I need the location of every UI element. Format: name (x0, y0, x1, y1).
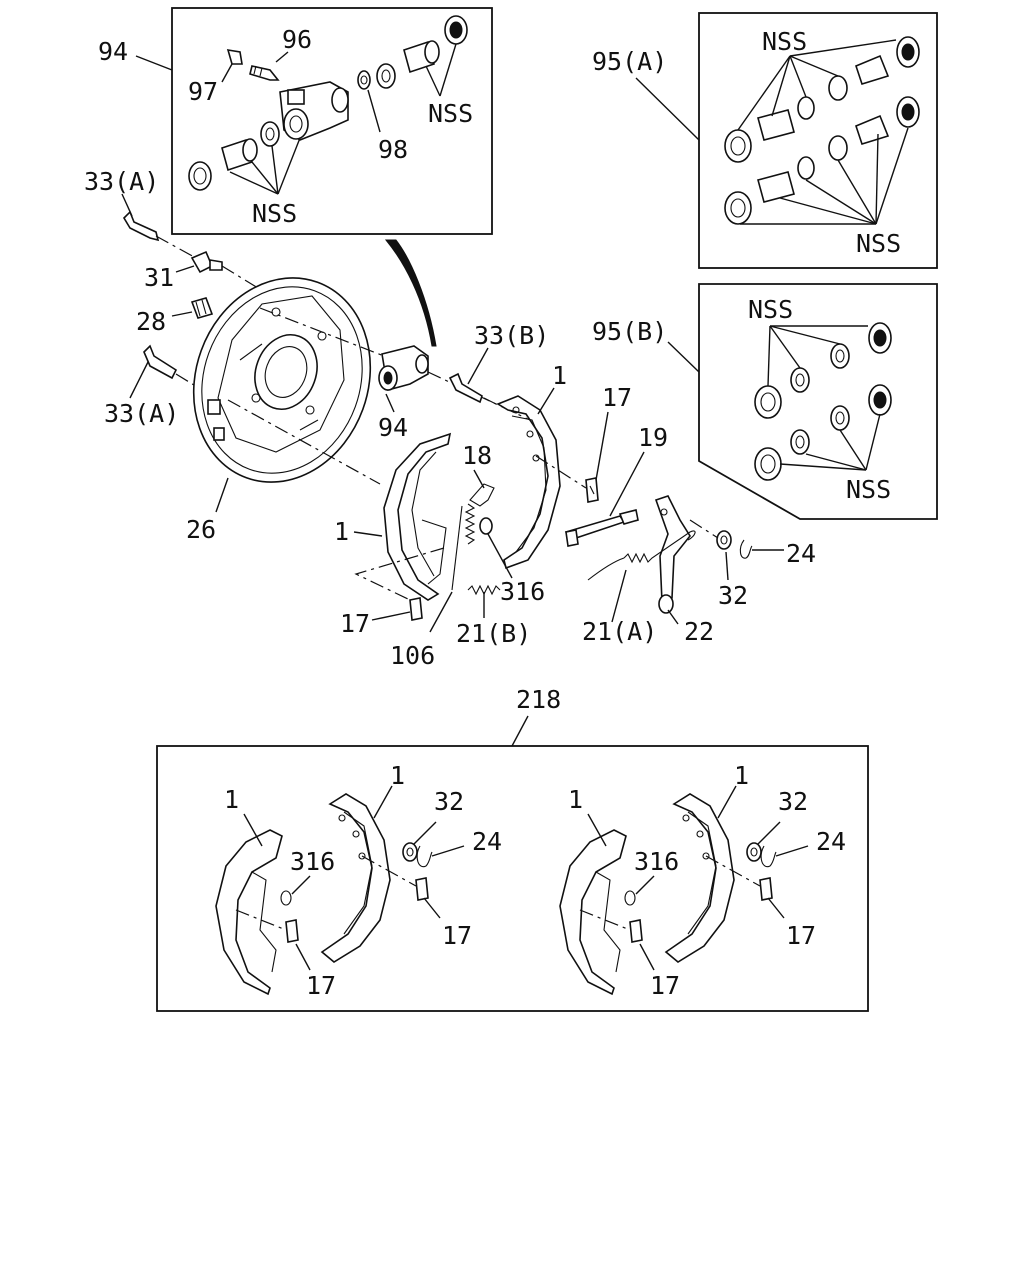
shoe-kit-b (559, 785, 809, 996)
label-kit-b-17-left: 17 (650, 971, 680, 1000)
shoe-hold-clip-right (535, 411, 609, 503)
label-kit-b-17-right: 17 (786, 921, 816, 950)
callout-labels: 94 96 97 98 NSS NSS 95(A) NSS NSS 95(B) … (84, 25, 901, 1000)
label-218: 218 (516, 685, 561, 714)
label-kit-a-1-right: 1 (390, 761, 405, 790)
label-21b: 21(B) (456, 619, 531, 648)
label-kit-a-32: 32 (434, 787, 464, 816)
label-33a-bottom: 33(A) (104, 399, 179, 428)
label-19: 19 (638, 423, 668, 452)
wheel-cylinder-body (279, 81, 349, 141)
label-nss-94-right: NSS (428, 99, 473, 128)
label-kit-b-24: 24 (816, 827, 846, 856)
label-1-left: 1 (334, 517, 349, 546)
shoe-assembly (353, 347, 784, 633)
label-18: 18 (462, 441, 492, 470)
label-1-right: 1 (552, 361, 567, 390)
backing-plate (192, 277, 372, 513)
backing-plate-assembly (121, 193, 531, 513)
repair-kit-b-box (667, 283, 938, 520)
adjuster-screw-19 (564, 451, 645, 547)
adjuster-28 (171, 297, 214, 319)
label-97: 97 (188, 77, 218, 106)
label-nss-94-bottom: NSS (252, 199, 297, 228)
piston-set-right (376, 15, 468, 89)
anchor-pin-33b (448, 347, 501, 407)
label-kit-b-316: 316 (634, 847, 679, 876)
wheel-cylinder-mounted (378, 345, 531, 421)
label-nss-95a-bottom: NSS (856, 229, 901, 258)
bleeder-screw (249, 65, 280, 81)
label-kit-a-17-left: 17 (306, 971, 336, 1000)
retaining-ring-316 (479, 517, 513, 579)
brake-shoe-left (353, 432, 452, 601)
label-kit-a-316: 316 (290, 847, 335, 876)
label-nss-95a-top: NSS (762, 27, 807, 56)
label-kit-a-1-left: 1 (224, 785, 239, 814)
label-nss-95b-top: NSS (748, 295, 793, 324)
label-316: 316 (500, 577, 545, 606)
label-96: 96 (282, 25, 312, 54)
wheel-cylinder-kit-box (135, 7, 493, 235)
washer (357, 70, 371, 90)
label-95b: 95(B) (592, 317, 667, 346)
return-spring-21a (587, 530, 696, 623)
seal-cups-b (754, 322, 892, 481)
label-26: 26 (186, 515, 216, 544)
repair-kit-a-box (635, 12, 938, 269)
label-nss-95b-bottom: NSS (846, 475, 891, 504)
label-32: 32 (718, 581, 748, 610)
label-21a: 21(A) (582, 617, 657, 646)
orientation-arrow (384, 239, 437, 347)
label-95a: 95(A) (592, 47, 667, 76)
label-17-right: 17 (602, 383, 632, 412)
label-kit-b-1-right: 1 (734, 761, 749, 790)
retainer-clip-24 (739, 539, 784, 559)
shoe-kit-box (156, 715, 869, 1012)
shoe-kit-a (215, 785, 465, 996)
bleeder-cap (226, 49, 243, 65)
label-98: 98 (378, 135, 408, 164)
anchor-pin-top (121, 193, 197, 259)
label-28: 28 (136, 307, 166, 336)
label-33a-top: 33(A) (84, 167, 159, 196)
hold-spring-18 (464, 469, 495, 545)
label-kit-a-24: 24 (472, 827, 502, 856)
label-kit-b-1-left: 1 (568, 785, 583, 814)
return-spring-21b (467, 584, 501, 618)
label-24: 24 (786, 539, 816, 568)
label-22: 22 (684, 617, 714, 646)
adjuster-washer-32 (689, 519, 732, 581)
label-kit-b-32: 32 (778, 787, 808, 816)
label-94-mid: 94 (378, 413, 408, 442)
strut-106 (429, 505, 463, 633)
label-kit-a-17-right: 17 (442, 921, 472, 950)
seal-cups-a (724, 36, 920, 225)
piston-set-left (188, 121, 280, 191)
brake-shoe-right (496, 387, 561, 570)
label-31: 31 (144, 263, 174, 292)
label-33b: 33(B) (474, 321, 549, 350)
label-17-left: 17 (340, 609, 370, 638)
shoe-hold-clip-left (354, 547, 445, 621)
adjuster-lever-22 (654, 495, 691, 625)
label-106: 106 (390, 641, 435, 670)
label-94-top: 94 (98, 37, 128, 66)
